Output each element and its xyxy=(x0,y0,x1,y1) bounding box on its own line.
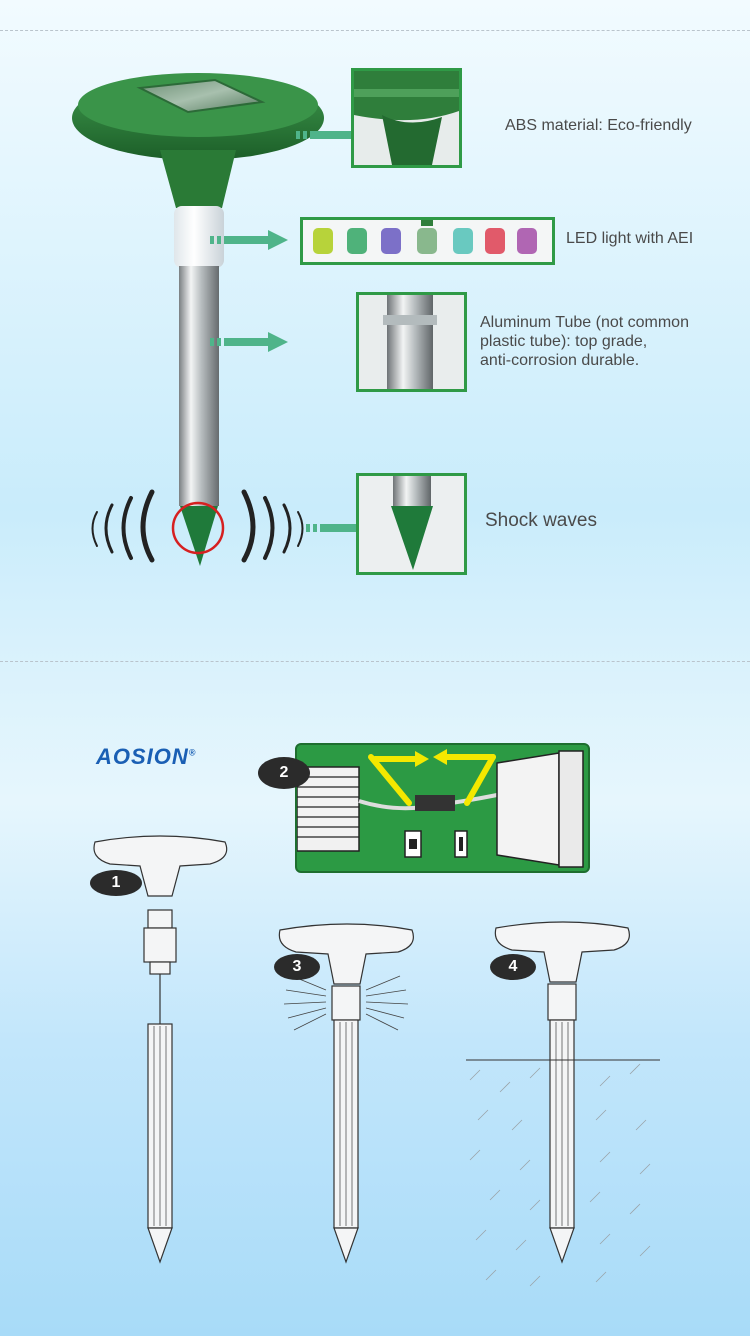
led-collar xyxy=(174,206,224,268)
label-abs: ABS material: Eco-friendly xyxy=(505,117,692,134)
highlight-circle xyxy=(171,501,225,555)
brand-logo: AOSION® xyxy=(96,744,196,770)
product-illustration xyxy=(72,73,324,566)
thumb-led-colors xyxy=(300,217,555,265)
label-shock: Shock waves xyxy=(485,510,597,531)
label-led: LED light with AEI xyxy=(566,230,694,247)
label-aluminum-2: plastic tube): top grade, xyxy=(480,333,648,350)
thumb-tip xyxy=(356,473,467,575)
middle-divider xyxy=(0,661,750,662)
brand-name: AOSION xyxy=(96,744,189,769)
arrow-led xyxy=(210,230,288,250)
solar-panel xyxy=(136,78,266,114)
brand-registered: ® xyxy=(188,747,197,758)
label-aluminum-1: Aluminum Tube (not common xyxy=(480,314,689,331)
step-badge-2: 2 xyxy=(258,757,310,789)
arrow-tube xyxy=(210,332,288,352)
aluminum-tube xyxy=(179,266,219,506)
step2-panel xyxy=(295,743,590,873)
step-badge-4: 4 xyxy=(490,954,536,980)
thumb-aluminum-tube xyxy=(356,292,467,392)
thumb-abs-material xyxy=(351,68,462,168)
installation-diagrams xyxy=(93,835,660,1287)
step-badge-1: 1 xyxy=(90,870,142,896)
step-badge-3: 3 xyxy=(274,954,320,980)
top-divider xyxy=(0,30,750,31)
label-aluminum-3: anti-corrosion durable. xyxy=(480,352,640,369)
tip xyxy=(180,506,218,566)
